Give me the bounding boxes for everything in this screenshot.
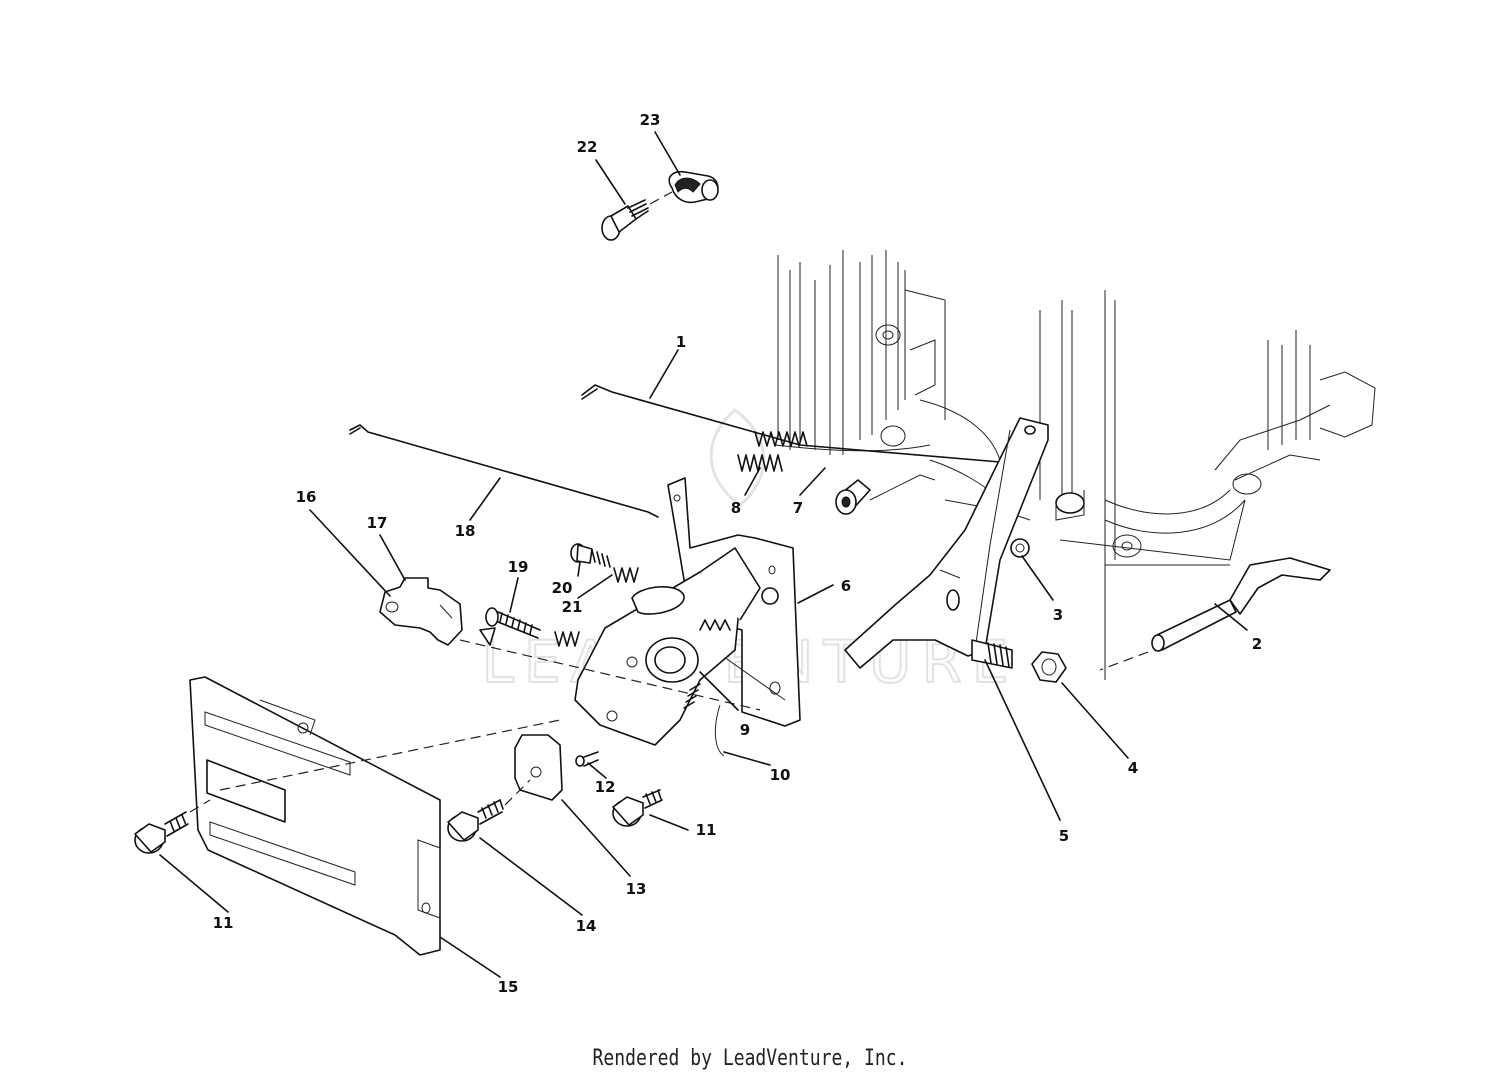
part-20-screw <box>570 543 611 568</box>
callout-22: 22 <box>577 138 598 156</box>
callout-7: 7 <box>793 499 803 517</box>
callout-16: 16 <box>296 488 317 506</box>
part-19-screw <box>485 607 580 647</box>
part-14-bolt <box>447 779 531 842</box>
callout-17: 17 <box>367 514 388 532</box>
part-15-cover <box>189 676 561 956</box>
callout-10: 10 <box>770 766 791 784</box>
callout-11-right: 11 <box>696 821 717 839</box>
part-21-spring <box>613 567 639 583</box>
control-assembly <box>574 547 761 757</box>
callout-15: 15 <box>498 978 519 996</box>
part-1-rod <box>581 384 1011 463</box>
callout-19: 19 <box>508 558 529 576</box>
callout-1: 1 <box>676 333 686 351</box>
callout-11-left: 11 <box>213 914 234 932</box>
callout-6: 6 <box>841 577 851 595</box>
callout-20: 20 <box>552 579 573 597</box>
part-3-washer <box>1010 538 1030 558</box>
part-13-clamp <box>514 734 563 801</box>
part-8-spring <box>737 454 783 472</box>
part-4-nut <box>1031 651 1067 683</box>
part-2-crank <box>1099 557 1331 671</box>
callout-2: 2 <box>1252 635 1262 653</box>
part-11-bolt-left <box>134 799 211 854</box>
part-12-pin <box>575 751 599 767</box>
callout-23: 23 <box>640 111 661 129</box>
bushing <box>835 474 936 515</box>
callout-18: 18 <box>455 522 476 540</box>
leader-lines <box>159 131 1248 978</box>
part-17-plate <box>379 577 761 711</box>
footer-credit: Rendered by LeadVenture, Inc. <box>592 1046 908 1071</box>
callout-12: 12 <box>595 778 616 796</box>
part-22-screw <box>601 191 673 241</box>
part-23-clip <box>668 170 719 204</box>
callout-9: 9 <box>740 721 750 739</box>
callout-4: 4 <box>1128 759 1138 777</box>
callout-labels: 1 2 3 4 5 6 7 8 9 10 11 11 12 13 14 15 1… <box>213 111 1263 996</box>
part-11-bolt-right <box>612 789 663 827</box>
callout-21: 21 <box>562 598 583 616</box>
callout-5: 5 <box>1059 827 1069 845</box>
watermark-logo <box>709 408 766 507</box>
callout-8: 8 <box>731 499 741 517</box>
callout-13: 13 <box>626 880 647 898</box>
callout-3: 3 <box>1053 606 1063 624</box>
callout-14: 14 <box>576 917 597 935</box>
engine-block <box>774 250 1376 680</box>
part-7-spring <box>754 431 808 447</box>
part-5-lever <box>844 417 1049 669</box>
part-18-rod <box>349 424 659 518</box>
